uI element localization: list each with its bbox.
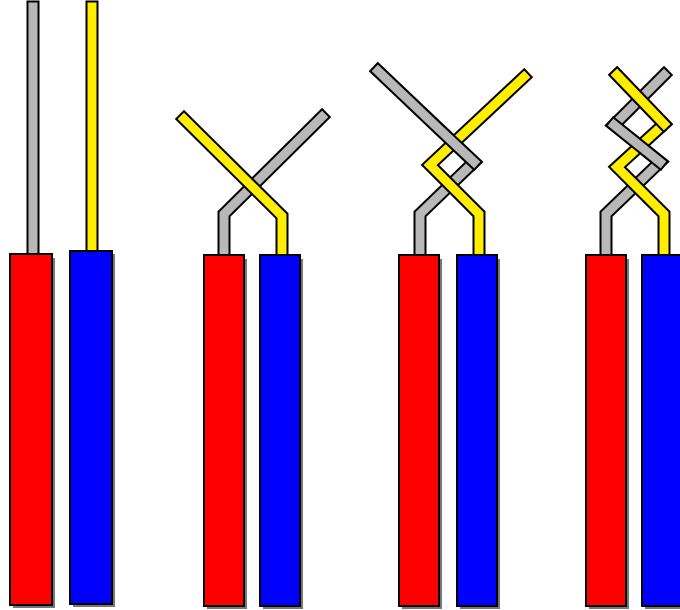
stage-1-red-insulation bbox=[9, 253, 55, 608]
stage-2-blue-insulation bbox=[259, 254, 303, 609]
stage-3-blue-insulation bbox=[456, 254, 500, 609]
stage-4-three-twists bbox=[585, 65, 680, 609]
stage-3-two-twists bbox=[368, 61, 534, 609]
stage-3-yellow-wire bbox=[420, 67, 534, 263]
stage-1-untwisted bbox=[9, 0, 115, 608]
stage-2-red-insulation bbox=[203, 254, 247, 609]
stage-2-one-twist bbox=[174, 107, 332, 609]
stage-4-yellow-overlap bbox=[607, 65, 674, 134]
stage-2-yellow-wire bbox=[174, 109, 289, 263]
stage-4-gray-overlap bbox=[604, 115, 670, 172]
stage-1-blue-insulation bbox=[69, 250, 115, 607]
stage-2-gray-wire bbox=[217, 107, 332, 263]
stage-3-red-insulation bbox=[398, 254, 442, 609]
stage-3-gray-overlap bbox=[368, 61, 484, 172]
stage-4-red-insulation bbox=[585, 254, 629, 609]
stage-4-blue-insulation bbox=[641, 254, 680, 609]
